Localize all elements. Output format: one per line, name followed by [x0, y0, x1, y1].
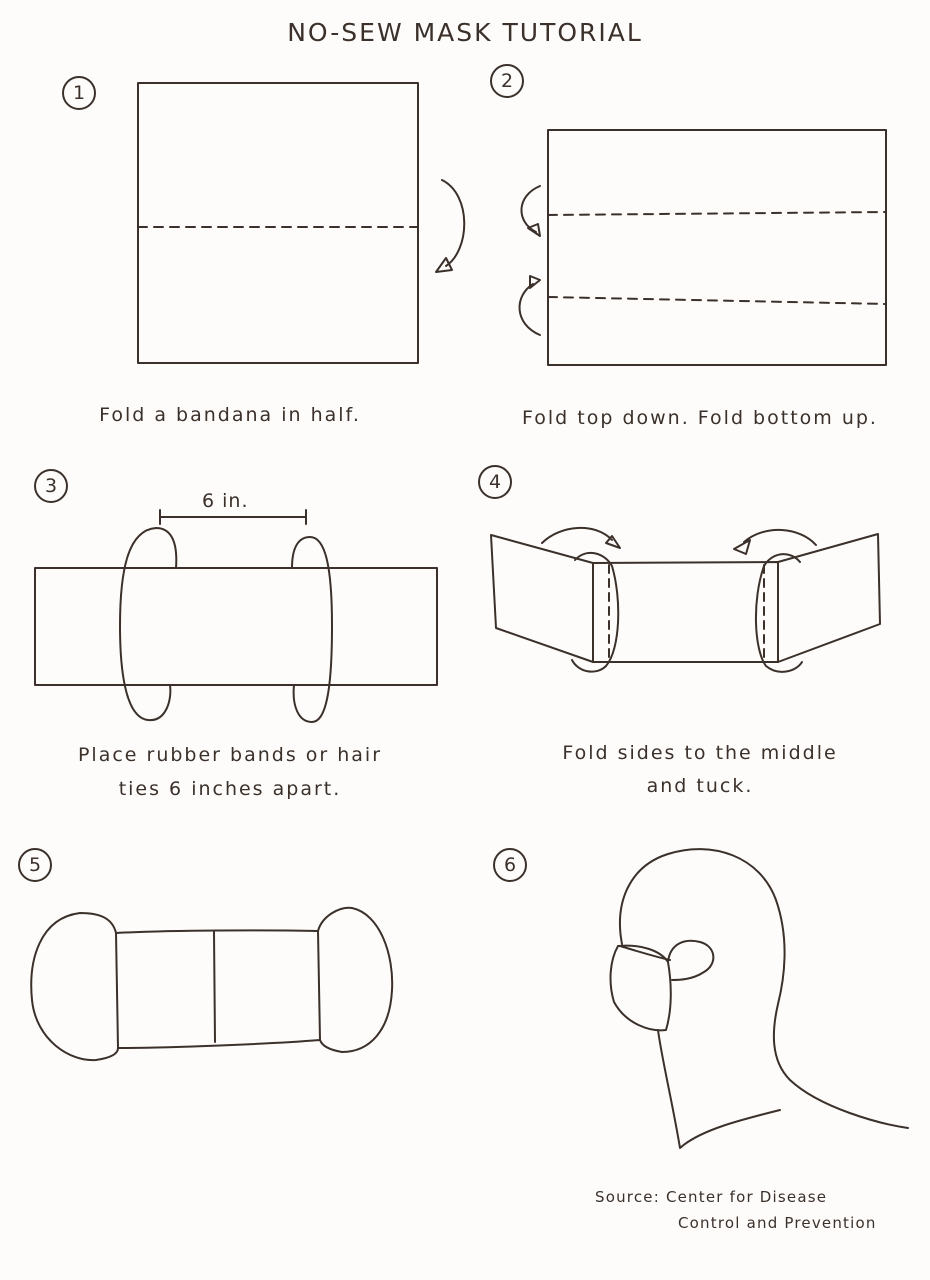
step-number-4: 4 — [478, 465, 512, 499]
arrowhead-icon — [733, 539, 751, 555]
bottom-fold-line — [547, 296, 887, 305]
step3-illustration — [34, 509, 438, 723]
step-number-2: 2 — [490, 64, 524, 98]
center-panel — [592, 561, 779, 663]
bandana-rectangle — [547, 129, 887, 366]
step4-caption-line1: Fold sides to the middle — [562, 742, 838, 764]
right-rubber-band — [754, 553, 803, 673]
step2-illustration — [518, 129, 887, 366]
left-rubber-band — [119, 527, 178, 722]
step4-illustration — [490, 527, 881, 673]
step3-caption-line1: Place rubber bands or hair — [77, 744, 383, 766]
neck-front — [657, 1029, 781, 1149]
step-number-5: 5 — [18, 848, 52, 882]
left-flap — [490, 534, 594, 663]
step3-caption-line2: ties 6 inches apart. — [118, 778, 342, 800]
left-rubber-band — [571, 551, 620, 673]
step6-illustration — [609, 848, 909, 1149]
dimension-label: 6 in. — [202, 490, 249, 512]
fold-down-arrow-icon — [520, 185, 541, 233]
arrowhead-icon — [527, 223, 541, 237]
mask-ear-loop — [667, 939, 715, 981]
fold-arrow-icon — [441, 179, 466, 267]
right-ear-loop — [317, 906, 394, 1053]
source-line2: Control and Prevention — [678, 1214, 877, 1232]
left-ear-loop — [30, 912, 119, 1062]
arrowhead-icon — [529, 275, 541, 289]
step1-caption: Fold a bandana in half. — [99, 404, 361, 426]
step-number-1: 1 — [62, 76, 96, 110]
fold-up-arrow-icon — [518, 283, 541, 336]
source-line1: Source: Center for Disease — [595, 1188, 828, 1206]
top-fold-line — [547, 211, 887, 216]
mask-body — [115, 929, 321, 1049]
bandana-square — [137, 82, 419, 364]
mask-center-seam — [213, 931, 216, 1043]
right-fold-arrow-icon — [743, 529, 817, 546]
head-profile — [618, 848, 909, 1129]
step1-illustration — [137, 82, 466, 364]
right-rubber-band — [291, 536, 333, 723]
step5-illustration — [30, 906, 394, 1062]
step-number-3: 3 — [34, 469, 68, 503]
folded-strip — [34, 567, 438, 686]
step2-caption: Fold top down. Fold bottom up. — [522, 407, 878, 429]
mask-top-edge — [619, 945, 671, 961]
arrowhead-icon — [605, 535, 621, 549]
arrowhead-icon — [435, 257, 453, 273]
page-title: NO-SEW MASK TUTORIAL — [287, 18, 643, 47]
right-flap — [777, 533, 881, 663]
step4-caption-line2: and tuck. — [646, 775, 754, 797]
left-fold-arrow-icon — [541, 527, 613, 544]
step-number-6: 6 — [493, 848, 527, 882]
mask-on-face — [609, 944, 672, 1032]
